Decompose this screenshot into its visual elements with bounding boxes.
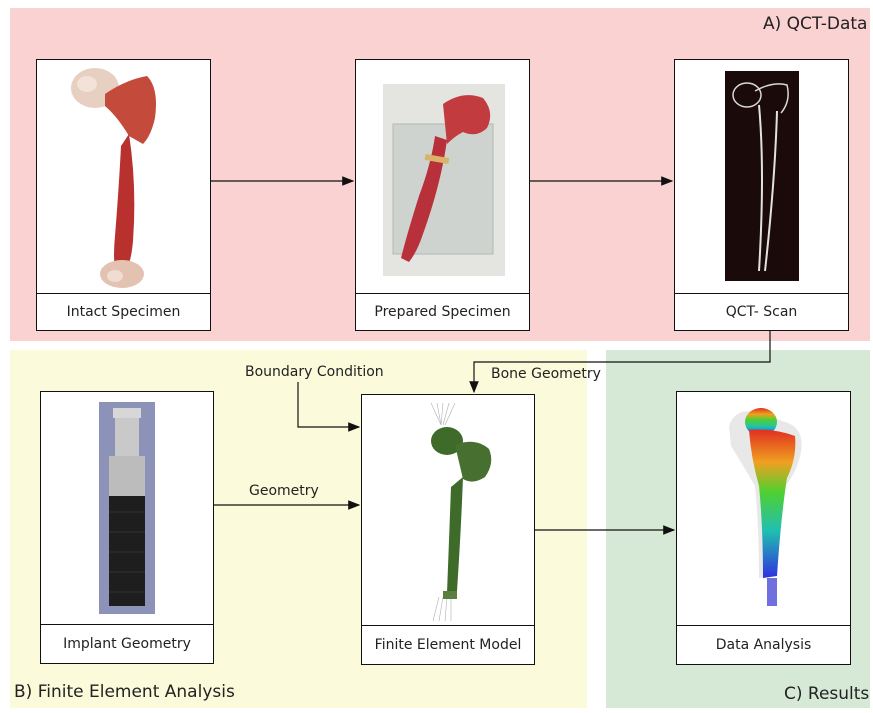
arrow-boundary-to-fem — [298, 382, 359, 427]
arrow-qct-to-fem — [474, 331, 770, 392]
